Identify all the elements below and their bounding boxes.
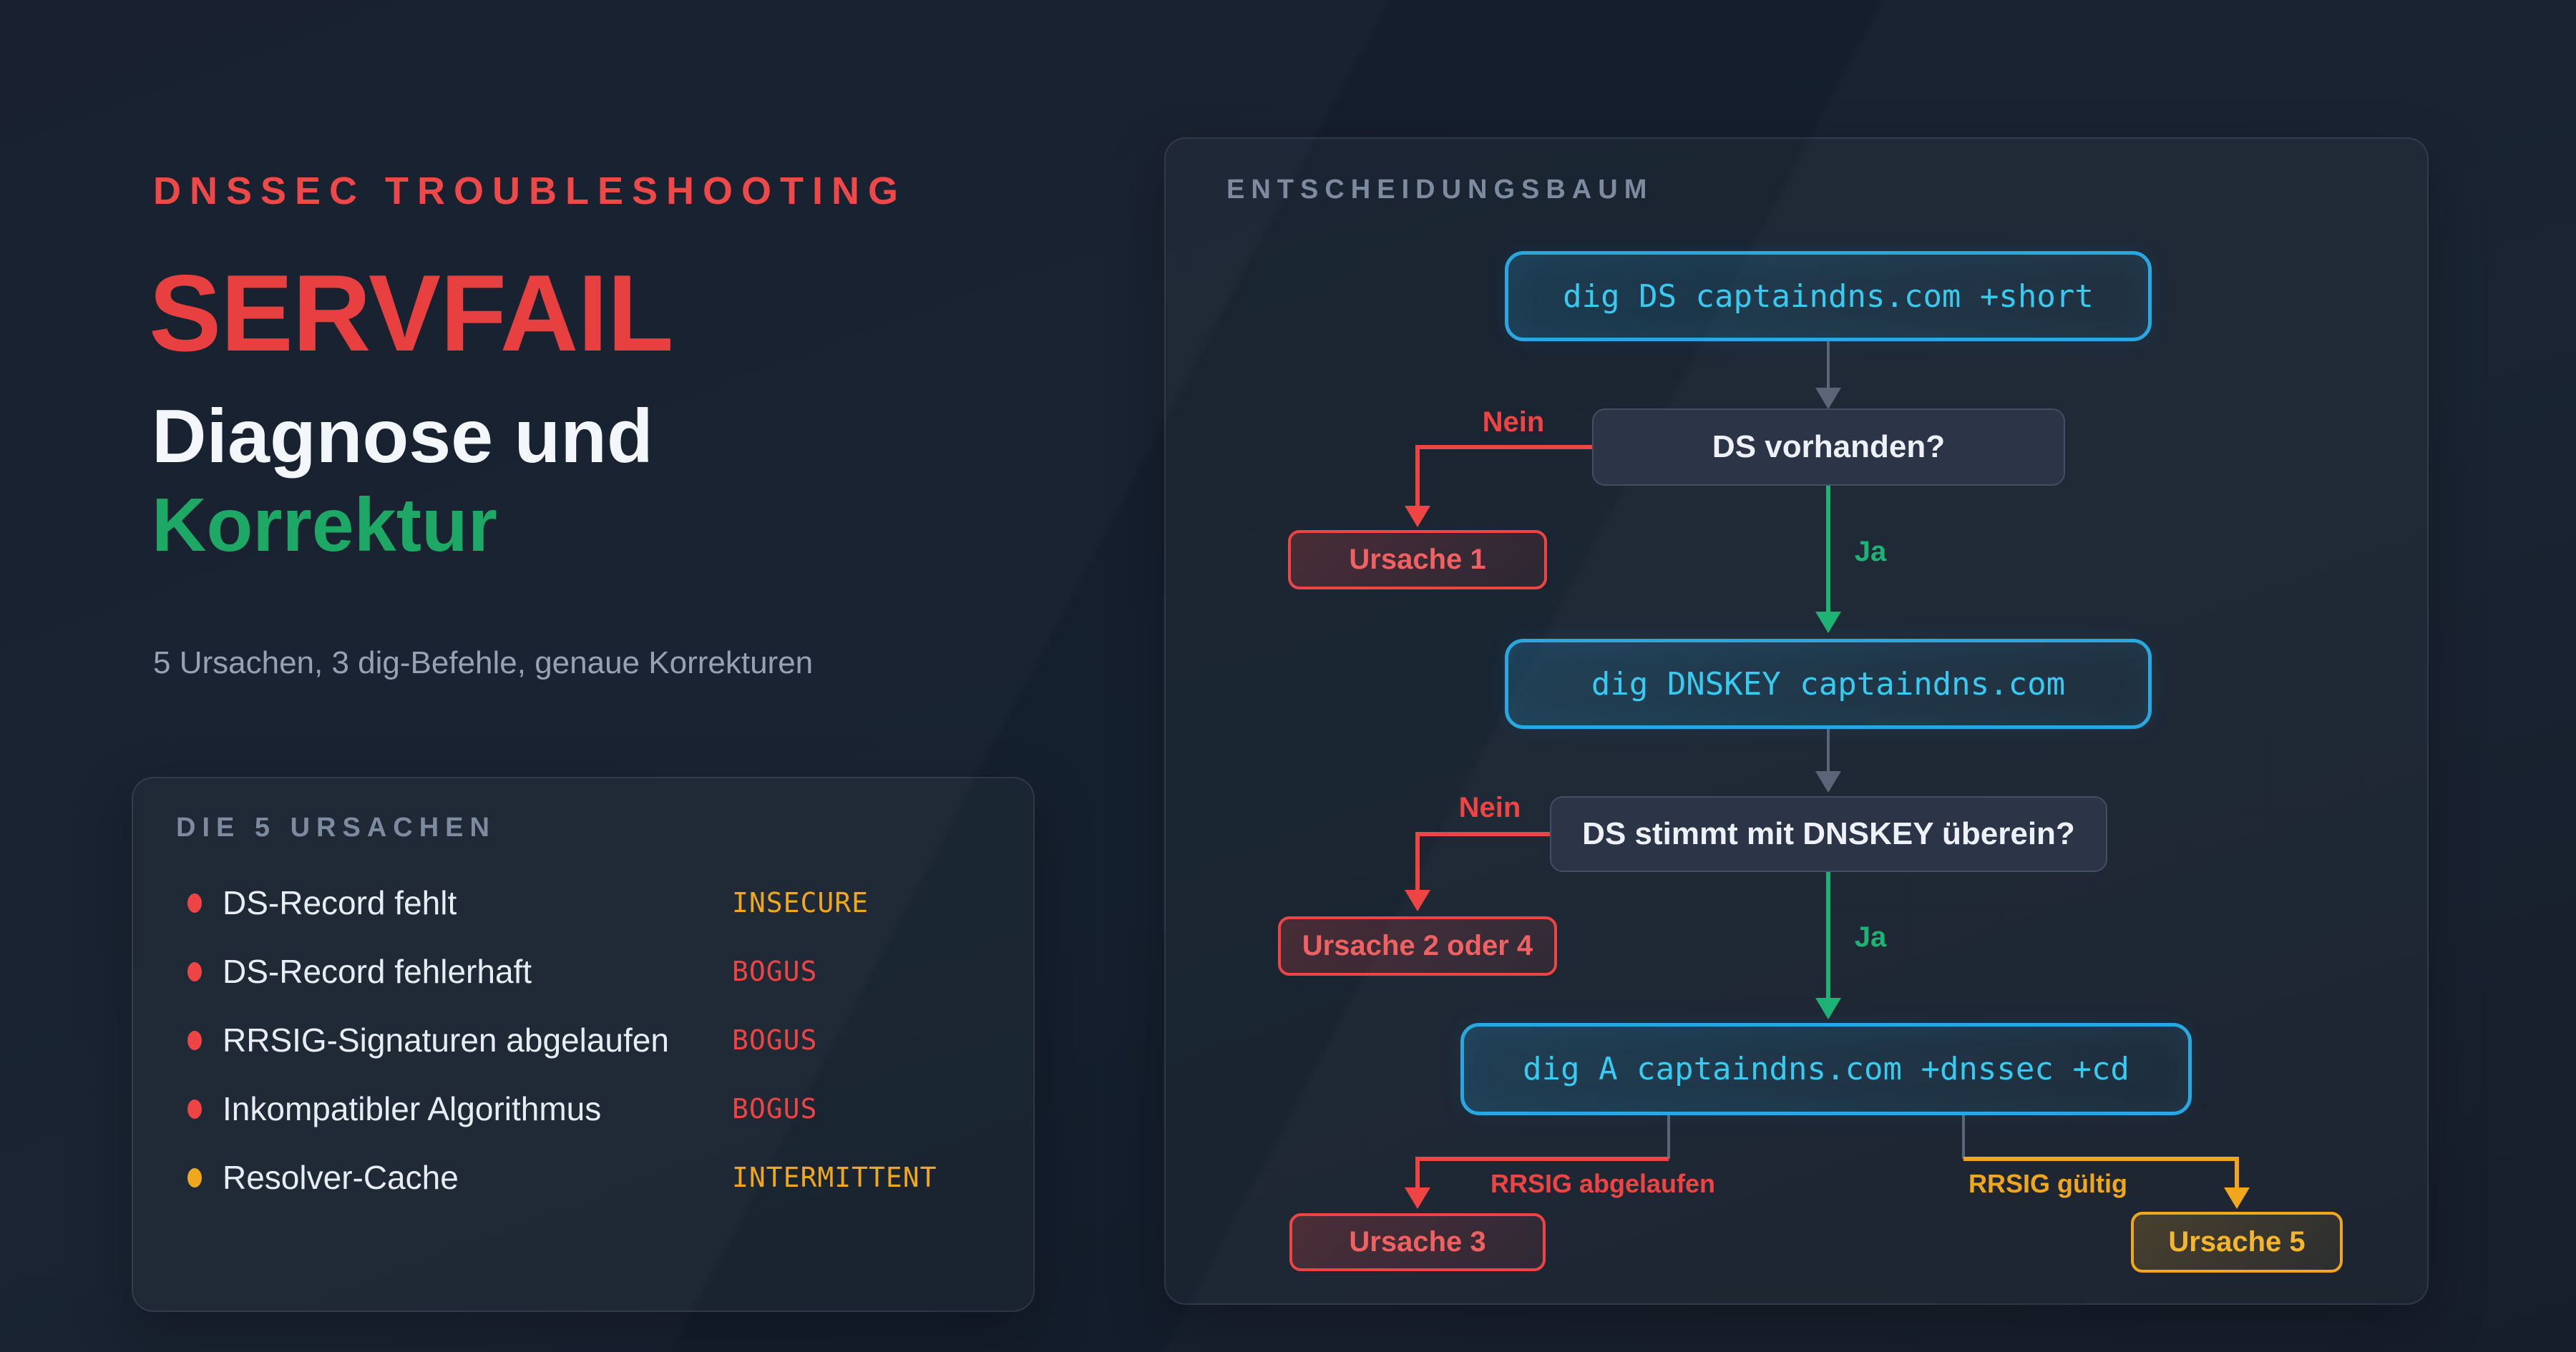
- causes-heading: DIE 5 URSACHEN: [176, 813, 496, 843]
- question-node-ds-present: DS vorhanden?: [1592, 408, 2065, 486]
- list-item: Resolver-Cache INTERMITTENT: [176, 1143, 997, 1212]
- cause-node-1: Ursache 1: [1288, 530, 1547, 589]
- list-item: RRSIG-Signaturen abgelaufen BOGUS: [176, 1006, 997, 1074]
- question-text: DS vorhanden?: [1712, 429, 1946, 464]
- bullet-icon: [187, 1030, 202, 1050]
- arrowhead-red-3: [1405, 1187, 1430, 1209]
- cmd-text: dig DNSKEY captaindns.com: [1591, 665, 2066, 702]
- status-badge: INSECURE: [732, 887, 869, 919]
- cause-text: Ursache 1: [1349, 544, 1486, 575]
- cause-node-2-or-4: Ursache 2 oder 4: [1278, 916, 1557, 976]
- cause-text: Ursache 5: [2168, 1226, 2306, 1258]
- arrowhead-red-2: [1405, 890, 1430, 911]
- list-item: Inkompatibler Algorithmus BOGUS: [176, 1074, 997, 1143]
- kicker-text: DNSSEC TROUBLESHOOTING: [153, 170, 907, 212]
- flow-connectors: [1405, 341, 2250, 1209]
- status-badge: INTERMITTENT: [732, 1162, 937, 1193]
- headline-line2: Korrektur: [152, 483, 498, 568]
- cause-text: Ursache 3: [1349, 1226, 1486, 1258]
- arrowhead-gray-1: [1815, 388, 1841, 409]
- list-item: DS-Record fehlt INSECURE: [176, 868, 997, 937]
- arrowhead-green-1: [1815, 612, 1841, 633]
- cause-node-3: Ursache 3: [1289, 1213, 1546, 1271]
- page-title: SERVFAIL: [149, 253, 673, 374]
- question-node-ds-matches: DS stimmt mit DNSKEY überein?: [1550, 796, 2107, 872]
- arrowhead-gray-2: [1815, 771, 1841, 793]
- cause-node-5: Ursache 5: [2131, 1212, 2343, 1273]
- cmd-node-dig-a: dig A captaindns.com +dnssec +cd: [1460, 1023, 2192, 1115]
- label-ja-1: Ja: [1854, 536, 1887, 567]
- cmd-text: dig DS captaindns.com +short: [1563, 278, 2094, 315]
- decision-tree: dig DS captaindns.com +short DS vorhande…: [1166, 139, 2427, 1303]
- label-rrsig-expired: RRSIG abgelaufen: [1490, 1169, 1716, 1198]
- cause-label: Inkompatibler Algorithmus: [223, 1090, 602, 1127]
- edge-rrsig-expired: [1415, 1157, 1669, 1189]
- question-text: DS stimmt mit DNSKEY überein?: [1582, 816, 2075, 851]
- edge-no-2: [1415, 832, 1550, 891]
- cause-label: Resolver-Cache: [223, 1159, 459, 1196]
- status-badge: BOGUS: [732, 956, 818, 987]
- label-nein-1: Nein: [1482, 406, 1545, 438]
- arrowhead-green-2: [1815, 998, 1841, 1019]
- cmd-node-dig-ds: dig DS captaindns.com +short: [1505, 251, 2152, 341]
- tagline: 5 Ursachen, 3 dig-Befehle, genaue Korrek…: [153, 645, 814, 680]
- status-badge: BOGUS: [732, 1024, 818, 1056]
- bullet-icon: [187, 961, 202, 981]
- headline: Diagnose und Korrektur: [152, 392, 653, 569]
- cause-label: DS-Record fehlt: [223, 884, 457, 921]
- label-ja-2: Ja: [1854, 921, 1887, 953]
- tree-heading: ENTSCHEIDUNGSBAUM: [1226, 175, 1654, 205]
- label-nein-2: Nein: [1458, 792, 1521, 823]
- list-item: DS-Record fehlerhaft BOGUS: [176, 937, 997, 1006]
- cmd-text: dig A captaindns.com +dnssec +cd: [1523, 1051, 2129, 1087]
- causes-card: DIE 5 URSACHEN DS-Record fehlt INSECURE …: [132, 777, 1035, 1312]
- cause-text: Ursache 2 oder 4: [1302, 930, 1533, 961]
- cause-label: DS-Record fehlerhaft: [223, 953, 532, 990]
- headline-line1: Diagnose und: [152, 394, 653, 479]
- status-badge: BOGUS: [732, 1093, 818, 1125]
- decision-tree-card: ENTSCHEIDUNGSBAUM: [1164, 137, 2429, 1305]
- bullet-icon: [187, 893, 202, 913]
- edge-rrsig-valid: [1963, 1157, 2239, 1189]
- bullet-icon: [187, 1167, 202, 1187]
- edge-no-1: [1415, 445, 1592, 507]
- arrowhead-red-1: [1405, 506, 1430, 527]
- cause-label: RRSIG-Signaturen abgelaufen: [223, 1022, 669, 1059]
- causes-list: DS-Record fehlt INSECURE DS-Record fehle…: [176, 868, 997, 1212]
- arrowhead-amber-1: [2224, 1187, 2250, 1209]
- bullet-icon: [187, 1099, 202, 1119]
- label-rrsig-valid: RRSIG gültig: [1968, 1169, 2127, 1198]
- cmd-node-dig-dnskey: dig DNSKEY captaindns.com: [1505, 639, 2152, 729]
